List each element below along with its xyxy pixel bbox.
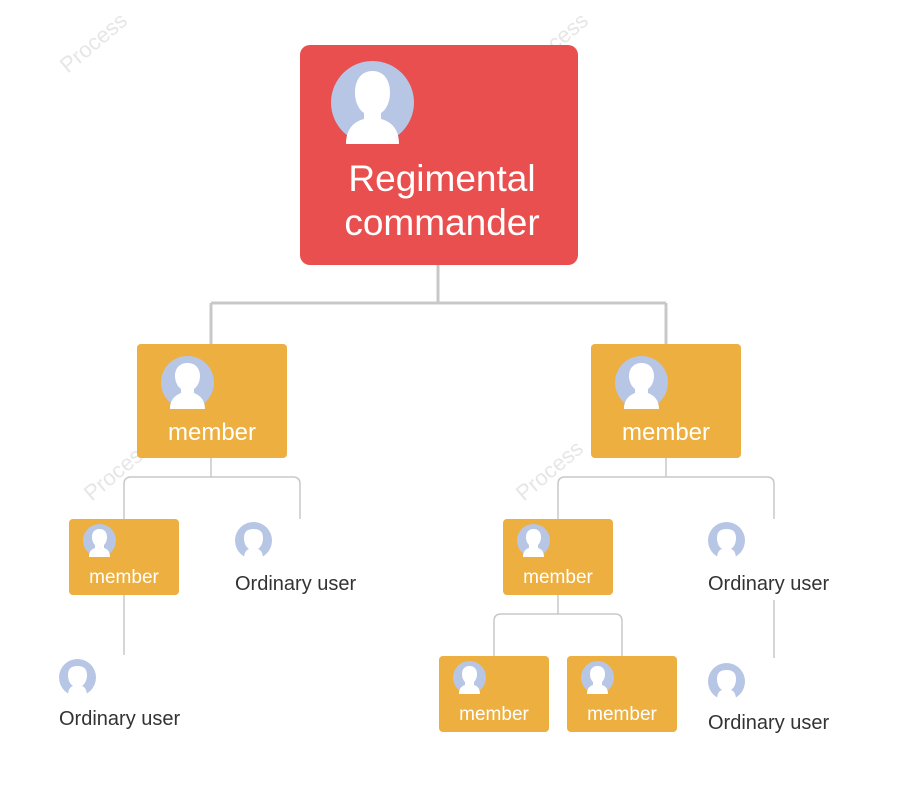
user-label: Ordinary user: [708, 573, 830, 595]
avatar-icon: [517, 524, 550, 557]
user-label: Ordinary user: [708, 712, 830, 734]
member-label: member: [89, 567, 159, 588]
user-avatar-icon: [708, 663, 745, 700]
member-label: member: [523, 567, 593, 588]
avatar-icon: [331, 61, 414, 144]
connector-right-bar: [557, 476, 775, 519]
avatar-icon: [615, 356, 668, 409]
avatar-icon: [581, 661, 614, 694]
member-node[interactable]: member: [439, 656, 549, 732]
member-label: member: [459, 704, 529, 725]
member-node[interactable]: member: [69, 519, 179, 595]
user-avatar-icon: [708, 522, 745, 559]
connector-bottom-bar: [493, 613, 623, 656]
avatar-icon: [83, 524, 116, 557]
avatar-icon: [453, 661, 486, 694]
user-label: Ordinary user: [59, 708, 181, 730]
user-avatar-icon: [235, 522, 272, 559]
user-label: Ordinary user: [235, 573, 357, 595]
member-node[interactable]: member: [591, 344, 741, 458]
avatar-icon: [161, 356, 214, 409]
member-node[interactable]: member: [567, 656, 677, 732]
connector-left-bar: [123, 476, 301, 519]
member-label: member: [167, 419, 257, 446]
root-node[interactable]: Regimental commander: [300, 45, 578, 265]
root-node-label: Regimental commander: [344, 158, 540, 243]
member-node[interactable]: member: [137, 344, 287, 458]
member-label: member: [587, 704, 657, 725]
member-node[interactable]: member: [503, 519, 613, 595]
user-avatar-icon: [59, 659, 96, 696]
member-label: member: [621, 419, 711, 446]
